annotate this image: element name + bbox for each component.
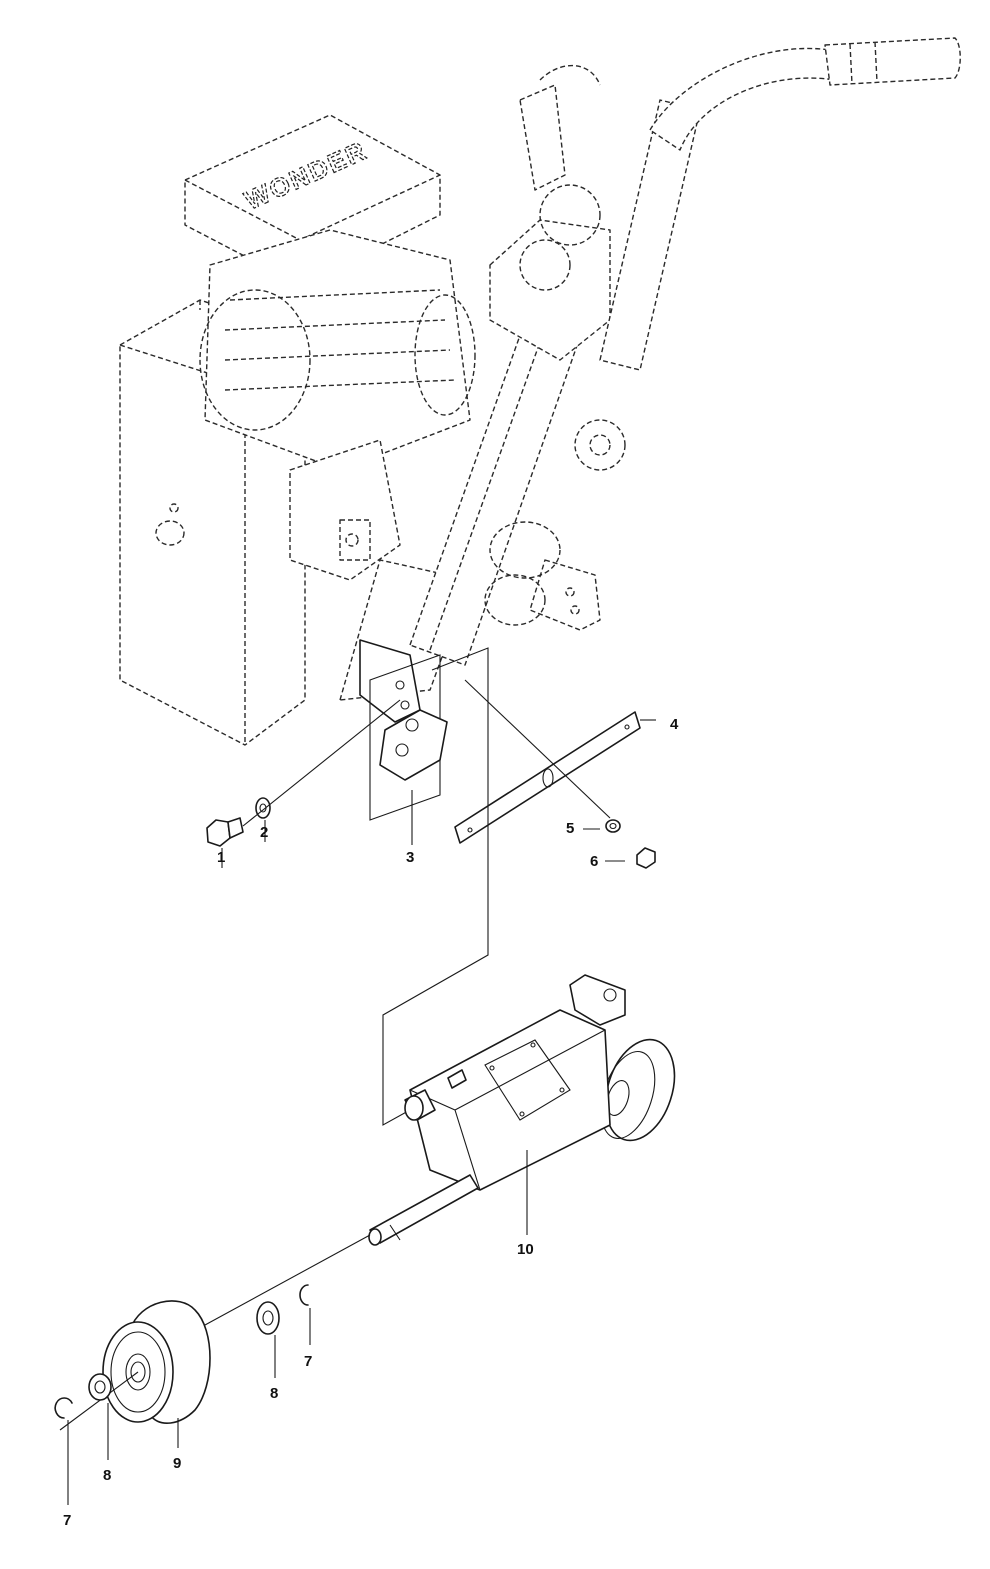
callout-8-lower: 8 [103, 1467, 111, 1484]
callout-10: 10 [517, 1241, 534, 1258]
callout-3: 3 [406, 849, 414, 866]
part-10-wheel-kit [368, 974, 676, 1246]
part-6-nut [636, 847, 656, 869]
callout-4: 4 [670, 716, 679, 733]
part-9-wheel [102, 1300, 211, 1424]
assembly-connector [382, 647, 489, 1126]
callout-6: 6 [590, 853, 598, 870]
callout-8-upper: 8 [270, 1385, 278, 1402]
part-7-circlip-lower [54, 1397, 73, 1419]
callout-1: 1 [217, 849, 225, 866]
machine-outline: WONDER [119, 37, 961, 746]
callout-2: 2 [260, 824, 268, 841]
callout-5: 5 [566, 820, 574, 837]
part-1-bolt [206, 817, 244, 847]
part-7-circlip-upper [299, 1284, 309, 1306]
part-4-plate [454, 711, 641, 844]
part-5-washer [605, 819, 621, 833]
part-8-washer-lower [88, 1373, 112, 1401]
callout-7-upper: 7 [304, 1353, 312, 1370]
part-3-spacer-block [369, 654, 448, 821]
front-bracket [359, 639, 421, 723]
part-8-washer-upper [256, 1301, 280, 1335]
part-2-washer [255, 797, 271, 819]
callout-7-lower: 7 [63, 1512, 71, 1529]
callout-9: 9 [173, 1455, 181, 1472]
